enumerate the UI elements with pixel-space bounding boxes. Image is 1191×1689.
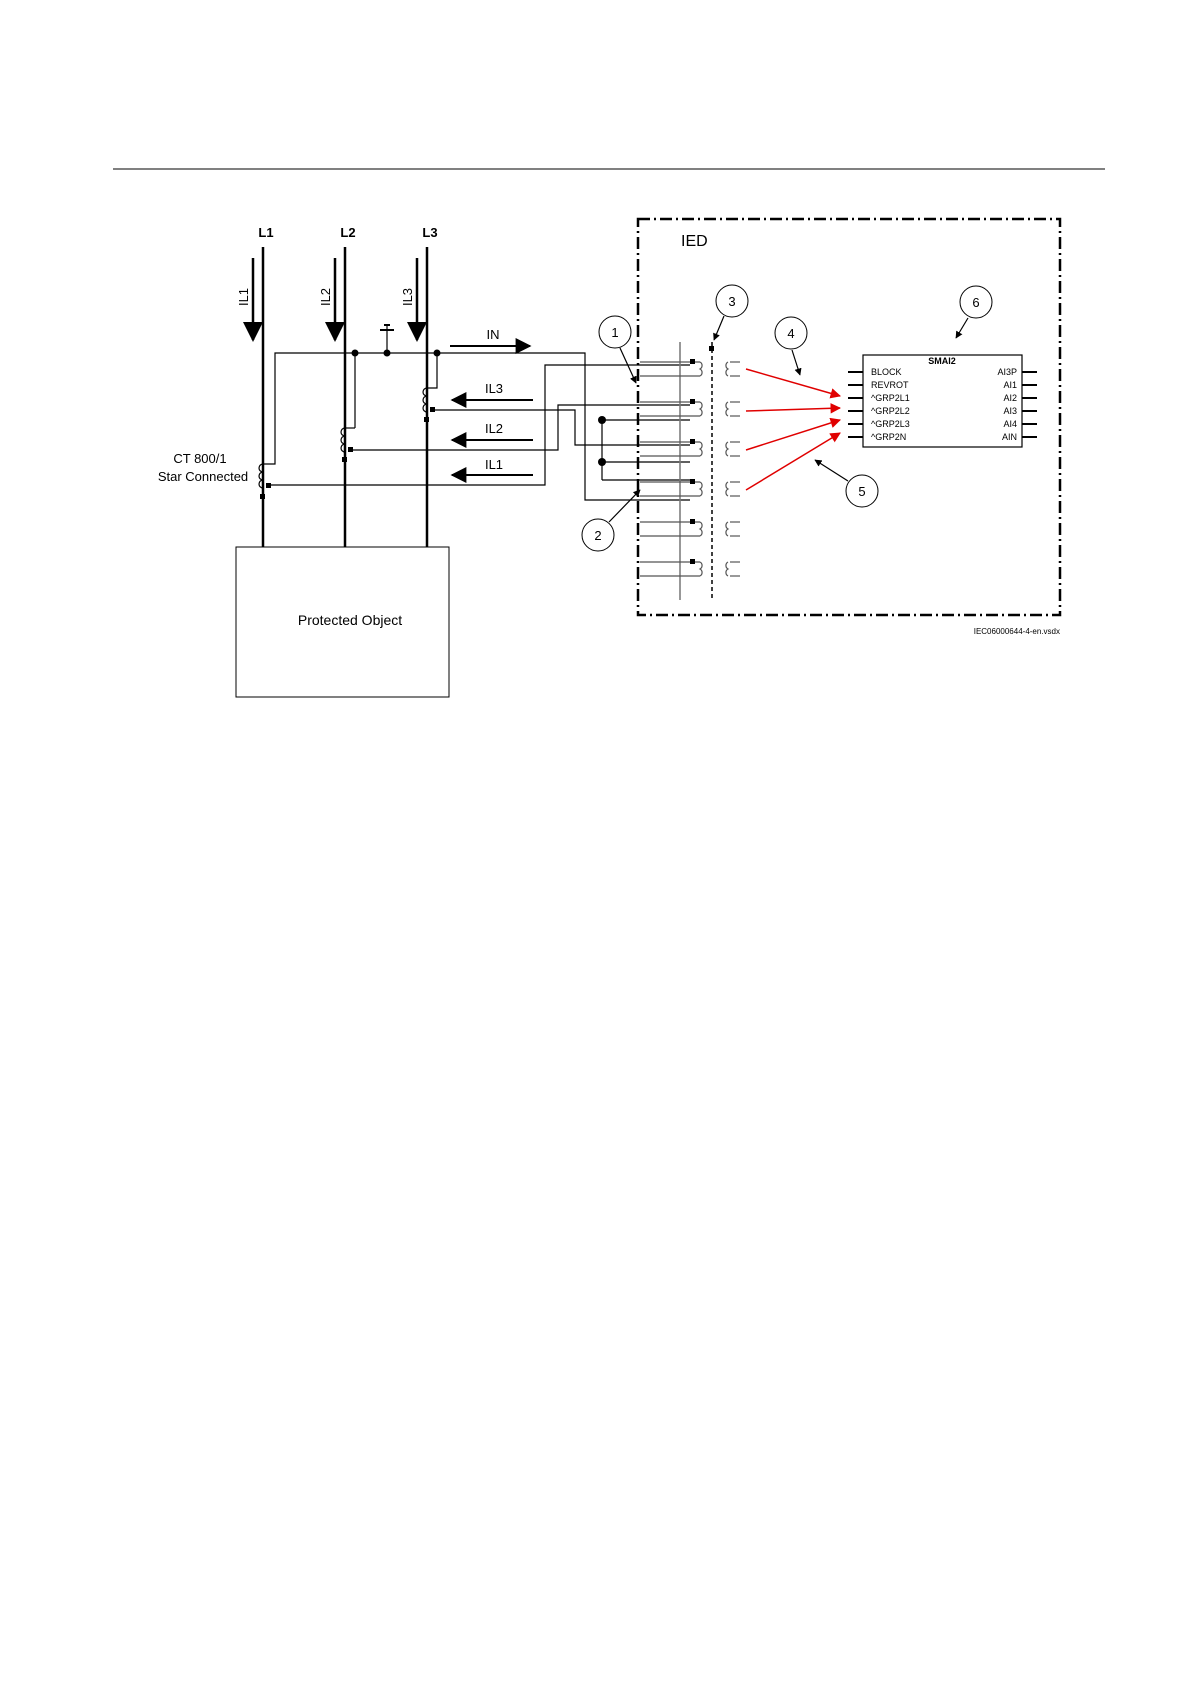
current-arrow-label-il1: IL1: [485, 457, 503, 472]
callout-number-6: 6: [972, 295, 979, 310]
ct-module-1: [640, 362, 740, 376]
ground-icon: [380, 325, 394, 340]
phase-current-arrows: [253, 258, 417, 340]
ct-label-line2: Star Connected: [158, 469, 248, 484]
ct-input-modules: [640, 362, 740, 576]
current-arrow-label-il3: IL3: [485, 381, 503, 396]
callout-2: 2: [582, 490, 640, 551]
smai-input-grp2n: ^GRP2N: [871, 432, 906, 442]
callout-number-5: 5: [858, 484, 865, 499]
smai-output-ain: AIN: [1002, 432, 1017, 442]
smai-input-grp2l1: ^GRP2L1: [871, 393, 910, 403]
callout-1: 1: [599, 316, 636, 383]
terminal-rails: [680, 342, 712, 600]
ct-module-2: [640, 402, 740, 416]
callout-number-4: 4: [787, 326, 794, 341]
smai-input-block: BLOCK: [871, 367, 902, 377]
current-arrow-label-il2: IL2: [485, 421, 503, 436]
callout-number-2: 2: [594, 528, 601, 543]
callout-6: 6: [956, 286, 992, 338]
ct-label-line1: CT 800/1: [173, 451, 226, 466]
line-label-l3: L3: [422, 225, 437, 240]
protected-object-label: Protected Object: [298, 612, 402, 628]
ct-module-4: [640, 482, 740, 496]
callout-3: 3: [714, 285, 748, 340]
smai-title: SMAI2: [928, 356, 956, 366]
signal-arrow-4: [746, 433, 840, 490]
smai-output-ai3p: AI3P: [997, 367, 1017, 377]
phase-label-il1: IL1: [236, 288, 251, 306]
callout-number-1: 1: [611, 325, 618, 340]
smai-input-revrot: REVROT: [871, 380, 909, 390]
signal-arrows: [746, 369, 840, 490]
smai-output-ai3: AI3: [1003, 406, 1017, 416]
smai-output-ai2: AI2: [1003, 393, 1017, 403]
smai-input-grp2l2: ^GRP2L2: [871, 406, 910, 416]
signal-arrow-1: [746, 369, 840, 396]
ct-coils: [259, 388, 427, 488]
ct-module-5: [640, 522, 740, 536]
callout-5: 5: [815, 460, 878, 507]
callout-4: 4: [775, 317, 807, 375]
callout-number-3: 3: [728, 294, 735, 309]
signal-arrow-3: [746, 420, 840, 450]
phase-label-il3: IL3: [400, 288, 415, 306]
line-label-l2: L2: [340, 225, 355, 240]
signal-arrow-2: [746, 408, 840, 411]
line-label-l1: L1: [258, 225, 273, 240]
secondary-wiring: [271, 365, 690, 500]
ct-module-3: [640, 442, 740, 456]
smai-output-ai4: AI4: [1003, 419, 1017, 429]
smai-block: SMAI2 BLOCK REVROT ^GRP2L1 ^GRP2L2 ^GRP2…: [848, 355, 1037, 447]
figure-id-label: IEC06000644-4-en.vsdx: [974, 627, 1060, 636]
neutral-label-in: IN: [487, 327, 500, 342]
phase-label-il2: IL2: [318, 288, 333, 306]
smai-output-ai1: AI1: [1003, 380, 1017, 390]
smai-input-grp2l3: ^GRP2L3: [871, 419, 910, 429]
ied-label: IED: [681, 233, 708, 250]
ct-module-6: [640, 562, 740, 576]
